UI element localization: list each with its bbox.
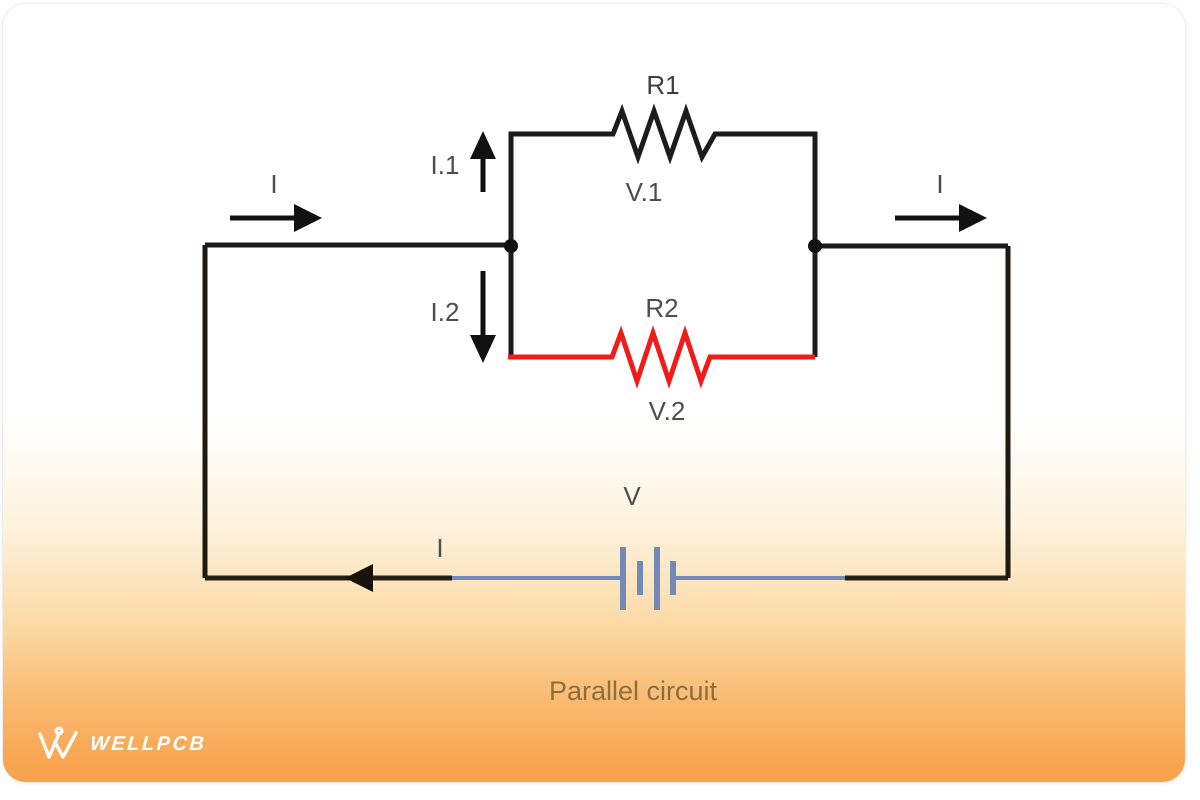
diagram-caption: Parallel circuit — [549, 676, 718, 706]
resistor-r2-branch — [508, 325, 815, 389]
label-v1: V.1 — [626, 177, 663, 207]
junction-dot-left — [504, 239, 518, 253]
label-i2: I.2 — [431, 297, 460, 327]
arrow-right-icon — [294, 204, 322, 232]
label-r1: R1 — [646, 70, 679, 100]
label-i-bottom: I — [436, 533, 443, 563]
label-i-left: I — [270, 169, 277, 199]
arrow-right-icon — [959, 204, 987, 232]
label-i-right: I — [936, 169, 943, 199]
label-v-source: V — [623, 481, 641, 511]
current-arrow-i1-up — [470, 131, 496, 192]
current-arrow-left — [230, 204, 322, 232]
current-arrow-i2-down — [470, 271, 496, 363]
wellpcb-w-icon — [38, 726, 78, 759]
brand-logo-text: WELLPCB — [89, 733, 208, 755]
arrow-up-icon — [470, 131, 496, 159]
current-arrow-right — [895, 204, 987, 232]
junction-dot-right — [808, 239, 822, 253]
arrow-left-icon — [345, 564, 373, 592]
label-i1: I.1 — [431, 150, 460, 180]
battery-symbol — [452, 547, 845, 610]
arrow-down-icon — [470, 335, 496, 363]
label-v2: V.2 — [649, 396, 686, 426]
label-r2: R2 — [645, 293, 678, 323]
brand-logo: WELLPCB — [36, 724, 208, 764]
resistor-r1-branch — [508, 103, 818, 246]
